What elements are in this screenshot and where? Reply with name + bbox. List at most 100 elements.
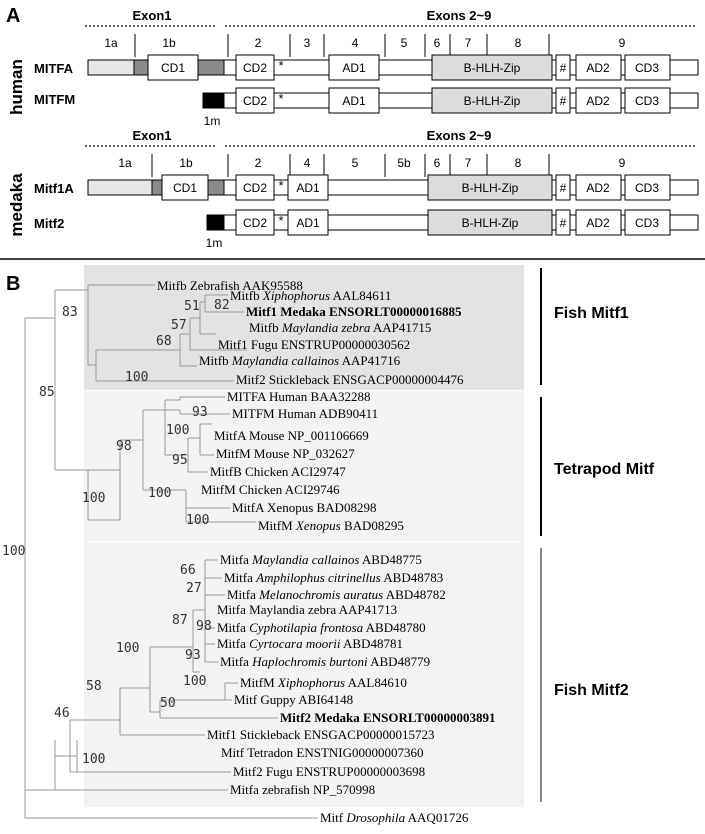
cd1-label-mitf1a: CD1	[173, 181, 197, 195]
exon-num-h-3: 3	[304, 36, 311, 50]
exon-num-m-1b: 1b	[179, 156, 193, 170]
bootstrap-1: 83	[62, 305, 78, 320]
exon1-header-human: Exon1	[132, 8, 171, 23]
leaf-7: Mitf2 Stickleback ENSGACP00000004476	[236, 372, 464, 387]
bootstrap-14: 100	[186, 513, 209, 528]
bootstrap-25: 100	[82, 752, 105, 767]
exon-num-h-1a: 1a	[104, 36, 118, 50]
bhlh-label-mitf2: B-HLH-Zip	[462, 216, 519, 230]
gene-mitfa-label: MITFA	[34, 61, 74, 76]
exon-num-m-9: 9	[619, 156, 626, 170]
leaf-6: Mitfb Maylandia callainos AAP41716	[199, 353, 401, 368]
hash-label-mitf1a: #	[560, 181, 567, 195]
gene-mitf1a-label: Mitf1A	[34, 181, 74, 196]
track-mitf1a: Mitf1A CD1 CD2 * AD1 B-HLH-Zip # AD2 CD3	[34, 174, 699, 201]
exon1m-box-mitfm	[202, 92, 225, 109]
leaf-19: Mitfa Maylandia zebra AAP41713	[217, 602, 397, 617]
bootstrap-15: 66	[180, 563, 196, 578]
ad2-box-mitfm	[575, 87, 622, 114]
leaf-5: Mitf1 Fugu ENSTRUP00000030562	[218, 337, 410, 352]
hash-label-mitfm: #	[560, 94, 567, 108]
ad2-box-mitfa	[575, 54, 622, 81]
cd1-label-mitfa: CD1	[161, 61, 185, 75]
bootstrap-24: 46	[54, 706, 70, 721]
fish-mitf2-clade-box	[84, 542, 524, 807]
species-medaka-label: medaka	[7, 173, 26, 237]
leaf-23: MitfM Xiphophorus AAL84610	[240, 675, 407, 690]
exon-num-h-8: 8	[515, 36, 522, 50]
gene-mitfm-label: MITFM	[34, 92, 75, 107]
exon-num-h-1b: 1b	[162, 36, 176, 50]
cd2-label-mitfm: CD2	[243, 94, 267, 108]
leaf-8: MITFA Human BAA32288	[227, 389, 370, 404]
star-mitf1a: *	[278, 178, 283, 193]
panel-a-label: A	[6, 5, 20, 27]
leaf-21: Mitfa Cyrtocara moorii ABD48781	[217, 636, 403, 651]
bhlh-box-mitf2	[427, 209, 553, 236]
leaf-2: Mitfb Xiphophorus AAL84611	[230, 288, 391, 303]
ad1-label-mitfa: AD1	[342, 61, 366, 75]
bhlh-label-mitfm: B-HLH-Zip	[464, 94, 521, 108]
track-mitfm: MITFM 1m CD2 * AD1 B-HLH-Zip # AD2 CD3	[34, 87, 699, 128]
bootstrap-2: 51	[184, 299, 200, 314]
bootstrap-17: 87	[172, 613, 188, 628]
leaf-20: Mitfa Cyphotilapia frontosa ABD48780	[217, 620, 426, 635]
cd2-box-mitfm	[235, 87, 275, 114]
leaf-15: MitfM Xenopus BAD08295	[258, 518, 404, 533]
bootstrap-12: 100	[148, 486, 171, 501]
panel-b-label: B	[6, 273, 20, 295]
tetrapod-clade-box	[84, 391, 524, 541]
star-mitfa: *	[278, 58, 283, 73]
exon-numbers-medaka: 1a 1b 2 4 5 5b 6 7 8 9	[118, 156, 625, 170]
panel-a: A human medaka Exon1 Exons 2~9 1a 1b 2 3…	[6, 5, 699, 250]
ad2-box-mitf1a	[575, 174, 622, 201]
cd3-label-mitfa: CD3	[635, 61, 659, 75]
exons-header-medaka: Exons 2~9	[427, 128, 492, 143]
leaf-26: Mitf1 Stickleback ENSGACP00000015723	[207, 727, 435, 742]
group-fish-mitf2-label: Fish Mitf2	[554, 682, 629, 699]
exon-num-m-2: 2	[255, 156, 262, 170]
leaf-25: Mitf2 Medaka ENSORLT00000003891	[280, 710, 495, 725]
ad2-box-mitf2	[575, 209, 622, 236]
bootstrap-22: 58	[86, 679, 102, 694]
exon-num-m-4: 4	[304, 156, 311, 170]
bootstrap-7: 85	[39, 385, 55, 400]
track-mitf2: Mitf2 1m CD2 * AD1 B-HLH-Zip # AD2 CD3	[34, 209, 699, 250]
ad1-label-mitf1a: AD1	[296, 181, 320, 195]
cd2-label-mitfa: CD2	[243, 61, 267, 75]
leaf-24: Mitf Guppy ABI64148	[234, 692, 353, 707]
bhlh-box-mitf1a	[427, 174, 553, 201]
group-tetrapod-label: Tetrapod Mitf	[554, 461, 655, 478]
bootstrap-8: 93	[192, 405, 208, 420]
cd1-box-mitf1a	[161, 174, 209, 201]
bootstrap-11: 98	[116, 439, 132, 454]
bootstrap-16: 27	[186, 581, 202, 596]
hash-box-mitf2	[555, 209, 571, 236]
cd3-label-mitf2: CD3	[635, 216, 659, 230]
star-mitf2: *	[278, 213, 283, 228]
leaf-11: MitfM Mouse NP_032627	[216, 446, 355, 461]
exon1m-box-mitf2	[206, 214, 225, 231]
leaf-22: Mitfa Haplochromis burtoni ABD48779	[220, 654, 430, 669]
exon-numbers-human: 1a 1b 2 3 4 5 6 7 8 9	[104, 36, 625, 50]
ad1-box-mitfm	[328, 87, 380, 114]
leaf-12: MitfB Chicken ACI29747	[210, 464, 346, 479]
exon-ticks-medaka	[151, 154, 550, 177]
bootstrap-21: 100	[183, 674, 206, 689]
hash-box-mitfm	[555, 87, 571, 114]
leaf-18: Mitfa Melanochromis auratus ABD48782	[227, 587, 446, 602]
leaf-29: Mitfa zebrafish NP_570998	[230, 782, 375, 797]
fish-mitf1-clade-box	[84, 265, 524, 390]
hash-label-mitfa: #	[560, 61, 567, 75]
exon-num-m-8: 8	[515, 156, 522, 170]
cd3-box-mitf1a	[624, 174, 671, 201]
ad1-box-mitf2	[287, 209, 329, 236]
hash-box-mitfa	[555, 54, 571, 81]
cd3-label-mitf1a: CD3	[635, 181, 659, 195]
bootstrap-4: 57	[171, 318, 187, 333]
leaf-labels: Mitfb Zebrafish AAK95588 Mitfb Xiphophor…	[157, 278, 495, 825]
ad1-label-mitfm: AD1	[342, 94, 366, 108]
cd2-label-mitf1a: CD2	[243, 181, 267, 195]
exon-num-m-1a: 1a	[118, 156, 132, 170]
bhlh-label-mitfa: B-HLH-Zip	[464, 61, 521, 75]
